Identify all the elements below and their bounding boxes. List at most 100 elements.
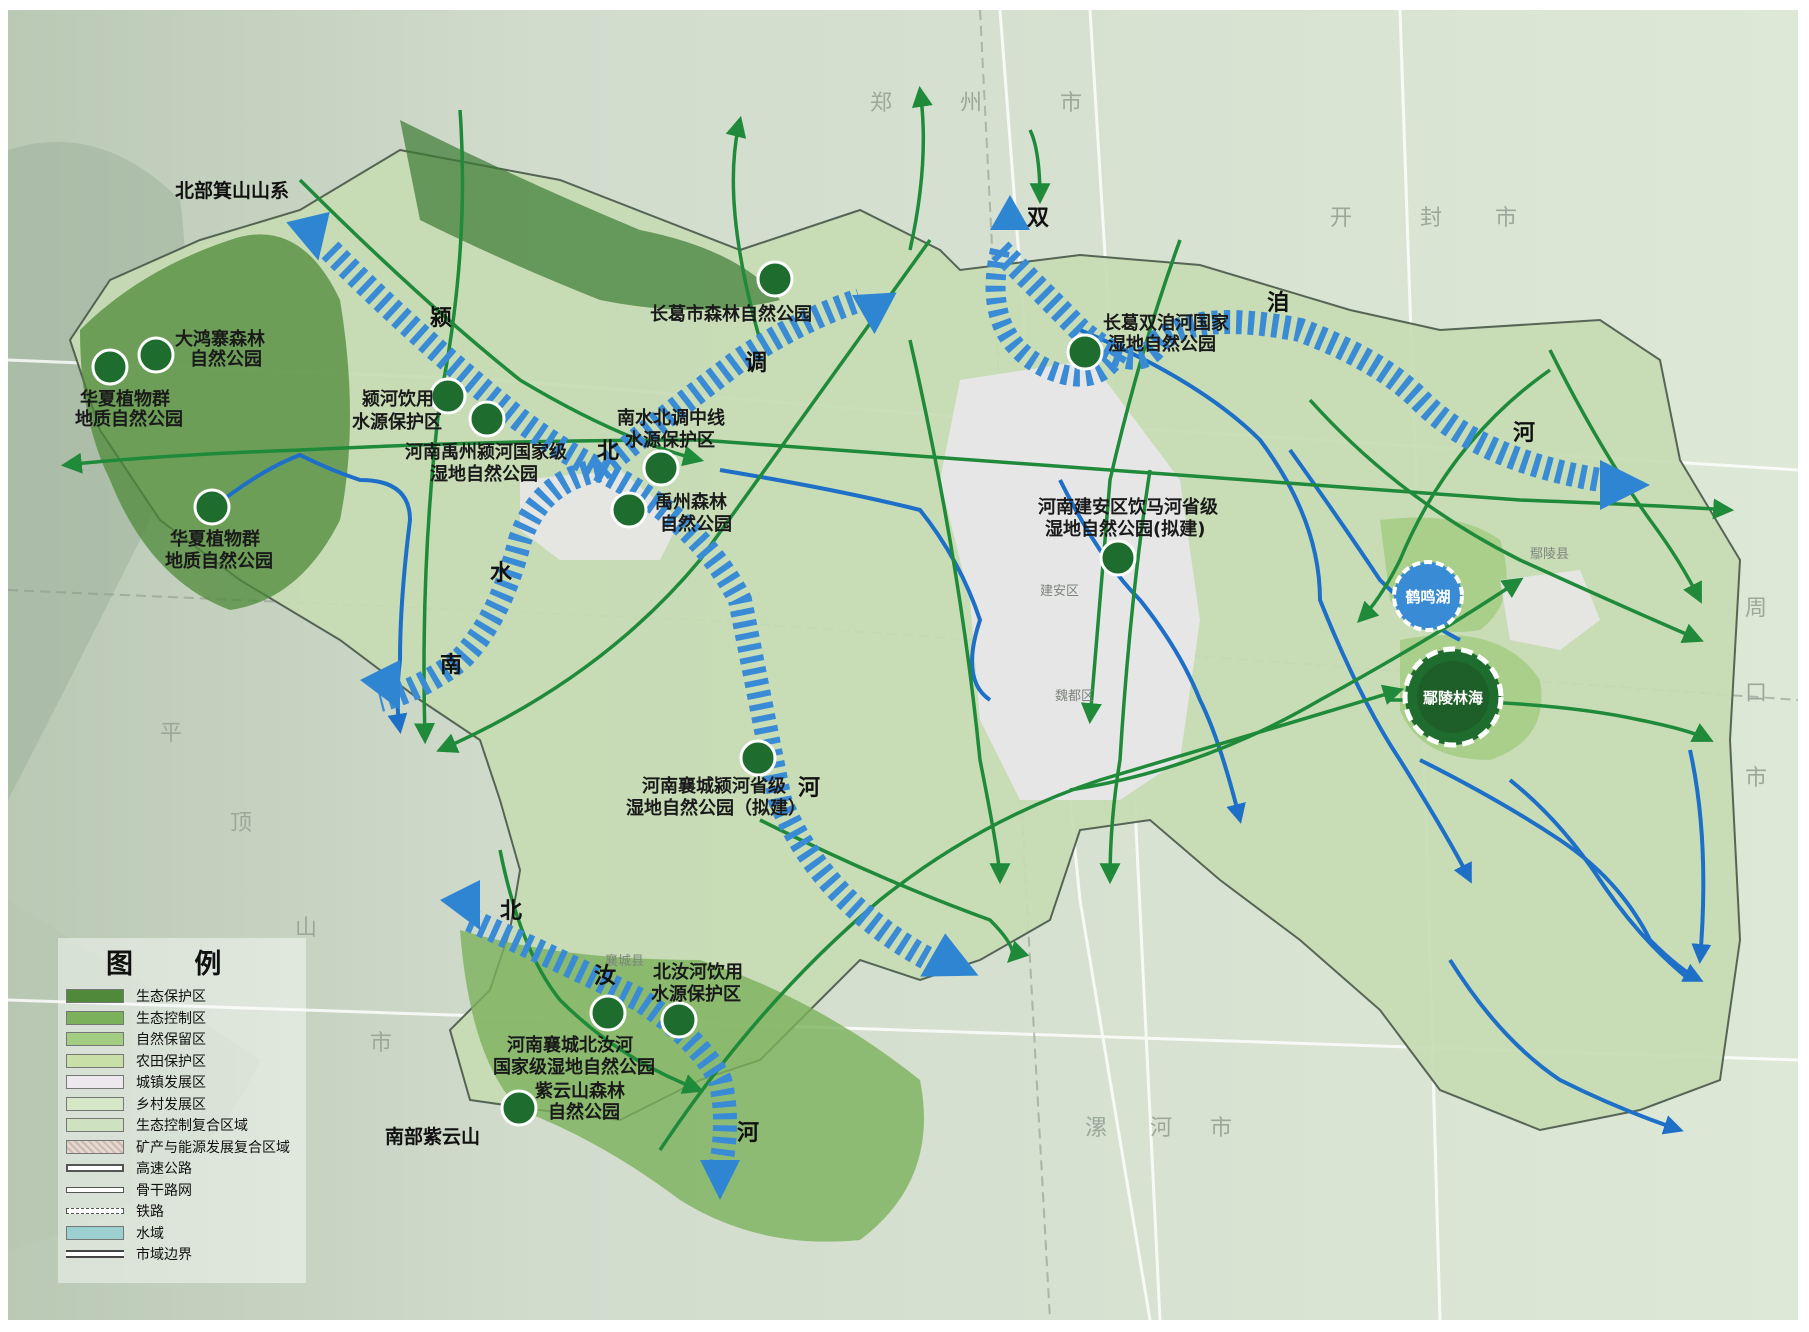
region-label-north-mountains: 北部箕山山系 xyxy=(175,179,289,202)
legend-label: 自然保留区 xyxy=(136,1032,206,1048)
legend-swatch xyxy=(66,1010,124,1025)
arrow-south xyxy=(700,1160,740,1200)
park-label-yinghe-source-2: 水源保护区 xyxy=(352,411,442,433)
place-char: 封 xyxy=(1420,206,1442,231)
park-label-yuzhou-wetland-1: 河南禹州颍河国家级 xyxy=(405,441,568,463)
park-marker-dahongzhai[interactable] xyxy=(137,336,175,374)
hub-yanling-forest[interactable]: 鄢陵林海 xyxy=(1402,646,1504,748)
legend-item: 生态控制复合区域 xyxy=(66,1115,248,1135)
legend-swatch xyxy=(66,1250,124,1258)
legend-swatch xyxy=(66,1208,124,1214)
place-char: 市 xyxy=(1210,1116,1232,1141)
park-label-huaxia1-2: 地质自然公园 xyxy=(75,408,183,430)
hub-yanling-label: 鄢陵林海 xyxy=(1422,689,1483,707)
park-marker-huaxia-2[interactable] xyxy=(193,488,231,526)
park-marker-xiangcheng-yinghe[interactable] xyxy=(739,739,777,777)
urban-area-yuzhou xyxy=(520,470,680,560)
arrow-southeast xyxy=(920,933,979,977)
river-char: 河 xyxy=(737,1121,759,1146)
urban-area-xuchang xyxy=(940,360,1200,800)
park-marker-beiruhe-wetland[interactable] xyxy=(589,994,627,1032)
river-char: 北 xyxy=(500,899,522,924)
city-boundary xyxy=(68,148,1742,1132)
river-corridor-shuangji xyxy=(991,241,1602,492)
park-marker-beiruhe-source[interactable] xyxy=(660,1001,698,1039)
park-marker-nanshuibeidiao[interactable] xyxy=(642,449,680,487)
place-char: 郑 xyxy=(870,91,892,116)
corridor-east-2 xyxy=(1308,398,1704,644)
river-char: 汝 xyxy=(594,964,616,989)
corridor-mid-2 xyxy=(1099,469,1152,885)
park-marker-ziyunshan[interactable] xyxy=(500,1089,538,1127)
legend-swatch xyxy=(66,1186,124,1193)
legend-item: 矿产与能源发展复合区域 xyxy=(66,1137,290,1157)
park-label-beiruhe-source-2: 水源保护区 xyxy=(651,983,741,1005)
river-shuangji xyxy=(1079,328,1472,884)
river-corridor-yinghe-north xyxy=(321,241,606,481)
legend-item: 农田保护区 xyxy=(66,1051,206,1071)
park-label-yuzhou-forest-1: 禹州森林 xyxy=(655,491,727,513)
legend-item: 乡村发展区 xyxy=(66,1094,206,1114)
river-char: 颍 xyxy=(430,306,452,331)
legend-item: 城镇发展区 xyxy=(66,1072,206,1092)
legend-label: 生态控制复合区域 xyxy=(136,1118,248,1134)
river-corridor-shuangji-loop xyxy=(985,247,1129,387)
district-labels: 建安区 魏都区 鄢陵县 襄城县 xyxy=(605,547,1569,969)
park-marker-changge-forest[interactable] xyxy=(756,260,794,298)
corridor-mid-1 xyxy=(1080,239,1182,725)
place-char: 开 xyxy=(1330,206,1352,231)
terrain-southwest xyxy=(8,900,260,1250)
park-label-dahongzhai-1: 大鸿寨森林 xyxy=(175,328,265,350)
background-places: 郑 州 市 开 封 市 周 口 市 平 顶 山 市 漯 河 市 xyxy=(160,91,1767,1141)
legend-label: 农田保护区 xyxy=(136,1053,206,1070)
river-char: 调 xyxy=(745,351,767,376)
legend-item: 水域 xyxy=(66,1223,164,1243)
legend-item: 骨干路网 xyxy=(66,1180,192,1200)
arrow-northwest xyxy=(286,211,330,261)
place-char: 市 xyxy=(370,1031,392,1056)
legend-item: 生态控制区 xyxy=(66,1008,206,1028)
district-label: 建安区 xyxy=(1040,584,1079,599)
park-label-beiruhe-wetland-2: 国家级湿地自然公园 xyxy=(493,1056,655,1078)
legend-swatch xyxy=(66,1139,124,1154)
park-label-nanshuibeidiao-2: 水源保护区 xyxy=(625,429,715,451)
river-south-east xyxy=(1448,958,1684,1135)
legend-item: 生态保护区 xyxy=(66,986,206,1006)
park-marker-yinmahe[interactable] xyxy=(1099,539,1137,577)
park-marker-shuangjihe[interactable] xyxy=(1066,333,1104,371)
park-label-xiangcheng-yinghe-1: 河南襄城颍河省级 xyxy=(642,775,787,797)
park-label-yuzhou-wetland-2: 湿地自然公园 xyxy=(430,463,538,485)
arrow-northeast xyxy=(852,292,897,335)
district-label: 魏都区 xyxy=(1055,689,1094,704)
river-east-2 xyxy=(1419,758,1704,982)
blue-rivers xyxy=(208,328,1712,1135)
park-marker-yuzhou-wetland[interactable] xyxy=(468,400,506,438)
park-marker-yinghe-source[interactable] xyxy=(429,377,467,415)
river-corridor-nanshuibeidiao xyxy=(592,288,864,480)
hub-heminghu[interactable]: 鹤鸣湖 xyxy=(1392,560,1464,632)
region-label-south-mountains: 南部紫云山 xyxy=(385,1125,480,1148)
hub-yanling-core xyxy=(1417,661,1489,733)
river-corridor-south-branch xyxy=(376,458,603,712)
arrow-east xyxy=(1600,460,1650,510)
park-marker-yuzhou-forest[interactable] xyxy=(610,491,648,529)
corridor-arrowheads xyxy=(286,195,1650,1200)
legend-label: 骨干路网 xyxy=(136,1182,192,1199)
eco-protection-zone-north xyxy=(400,120,780,310)
river-char: 水 xyxy=(490,561,513,586)
map-legend: 图 例 生态保护区生态控制区自然保留区农田保护区城镇发展区乡村发展区生态控制复合… xyxy=(58,938,306,1283)
park-label-nanshuibeidiao-1: 南水北调中线 xyxy=(617,407,725,429)
place-char: 顶 xyxy=(230,811,252,836)
river-east-3 xyxy=(1508,778,1692,982)
park-label-shuangjihe-1: 长葛双洎河国家 xyxy=(1103,312,1230,334)
legend-label: 生态控制区 xyxy=(136,1010,206,1027)
park-label-dahongzhai-2: 自然公园 xyxy=(190,348,262,370)
corridor-east xyxy=(699,438,1735,520)
place-char: 山 xyxy=(295,916,317,941)
urban-area-yanling xyxy=(1500,570,1600,650)
park-marker-huaxia-1[interactable] xyxy=(91,348,129,386)
arrow-southwest xyxy=(360,660,400,710)
district-label: 襄城县 xyxy=(605,953,644,969)
